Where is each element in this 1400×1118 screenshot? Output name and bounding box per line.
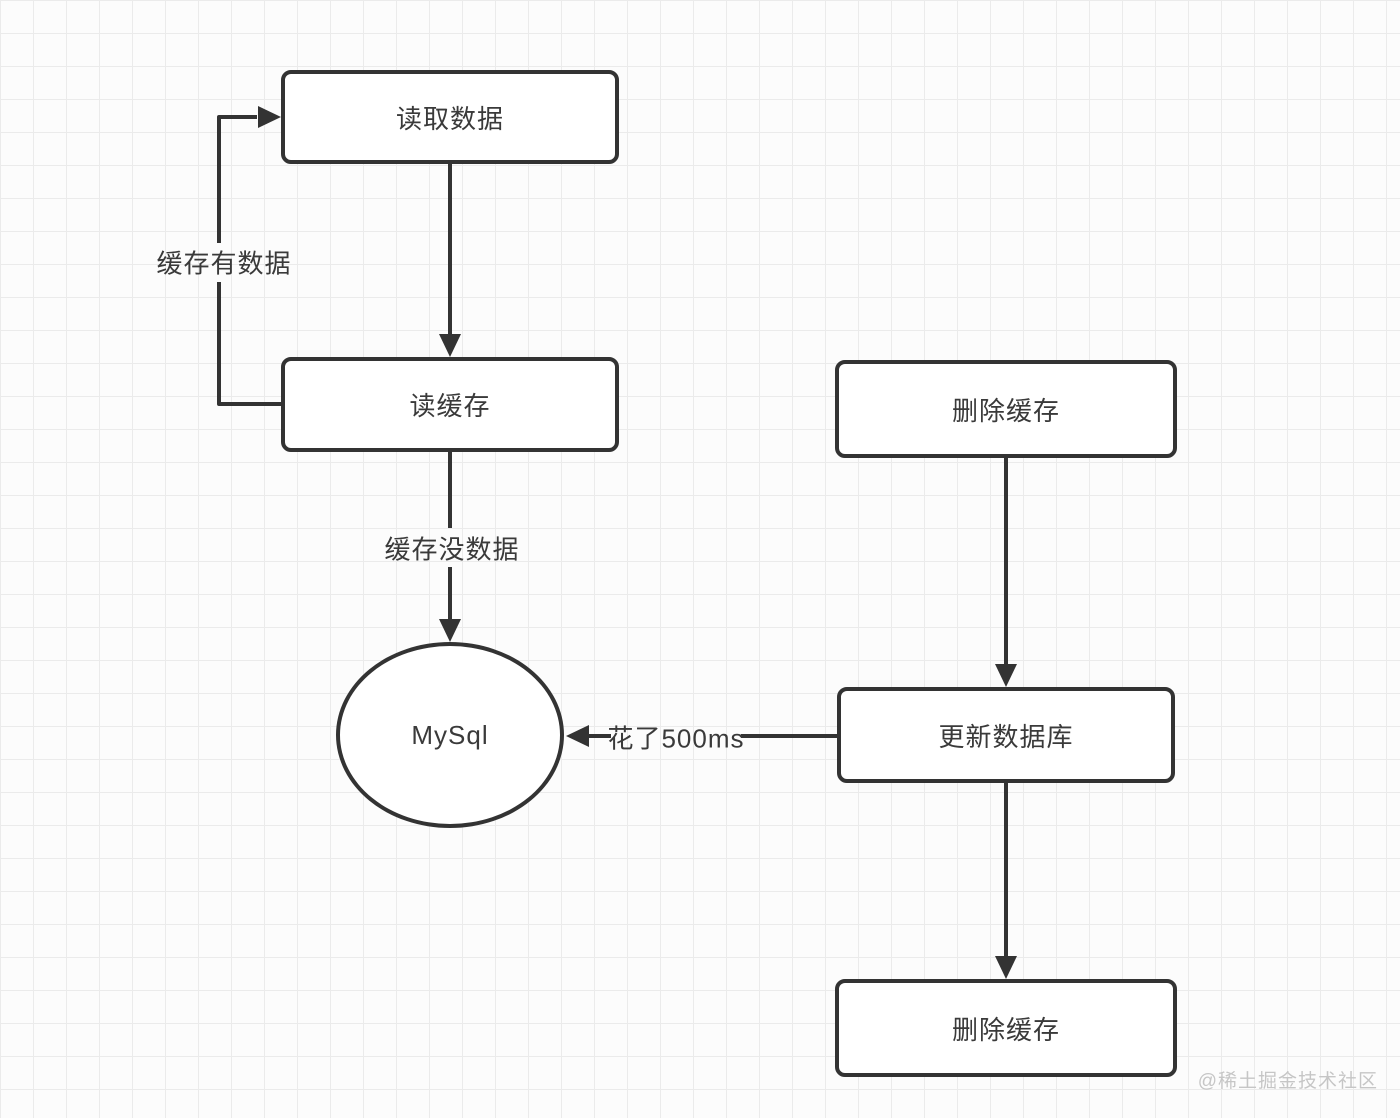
edge-update-to-delete-arrowhead-icon (995, 956, 1017, 979)
edge-read-to-cache-arrowhead-icon (439, 334, 461, 357)
edge-label-took-500ms: 花了500ms (607, 723, 745, 754)
node-delete-cache-top: 删除缓存 (835, 360, 1177, 458)
node-read-data: 读取数据 (281, 70, 619, 164)
edge-cache-has-data-line (217, 282, 281, 406)
edge-delete-to-update-arrowhead-icon (995, 664, 1017, 687)
node-read-data-label: 读取数据 (395, 103, 504, 134)
node-update-db-label: 更新数据库 (938, 721, 1074, 752)
node-update-db: 更新数据库 (837, 687, 1175, 783)
edge-took-500ms-arrowhead-icon (566, 725, 589, 747)
edge-label-cache-has-data: 缓存有数据 (156, 248, 292, 279)
node-read-cache-label: 读缓存 (409, 391, 491, 421)
edge-label-cache-no-data: 缓存没数据 (384, 534, 520, 565)
node-mysql: MySql (336, 642, 564, 828)
node-read-cache: 读缓存 (281, 357, 619, 452)
edge-cache-has-data-line2 (217, 115, 257, 243)
node-delete-cache-bottom: 删除缓存 (835, 979, 1177, 1077)
watermark: @稀土掘金技术社区 (1197, 1071, 1378, 1092)
node-delete-cache-bottom-label: 删除缓存 (951, 1014, 1060, 1045)
node-delete-cache-top-label: 删除缓存 (951, 395, 1060, 426)
node-mysql-label: MySql (411, 719, 489, 750)
edge-cache-no-data-arrowhead-icon (439, 619, 461, 642)
edge-cache-has-data-arrowhead-icon (258, 106, 281, 128)
